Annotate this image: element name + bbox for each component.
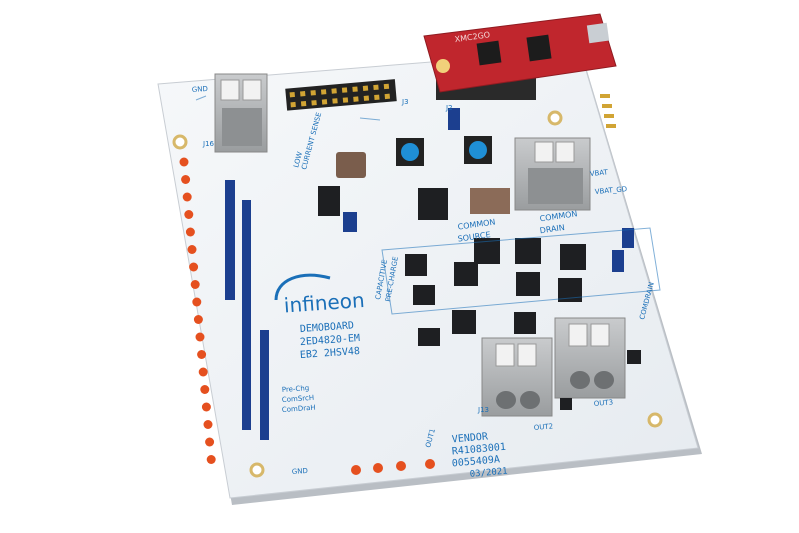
- vendor-line2: R41083001: [451, 442, 506, 458]
- xmc2go-module: XMC2GO: [423, 13, 617, 100]
- header-pin: [181, 175, 191, 184]
- jumper-column: [225, 108, 634, 440]
- vbat-label: VBAT: [589, 168, 608, 178]
- vbat-gd-label: VBAT_GD: [594, 185, 627, 196]
- header-pin: [289, 91, 295, 98]
- header-pin: [363, 95, 370, 101]
- out2-label: OUT2: [533, 422, 553, 432]
- header-pin: [198, 367, 208, 377]
- header-pin: [310, 90, 316, 96]
- header-pin: [192, 297, 202, 307]
- gnd-top-label: GND: [192, 85, 209, 94]
- header-pin: [342, 97, 349, 103]
- vendor-line1: VENDOR: [451, 431, 489, 445]
- header-pin: [185, 227, 195, 237]
- gold-pads: [600, 94, 616, 128]
- header-pin: [373, 84, 379, 91]
- inductor: [336, 152, 366, 178]
- terminal-block-out3: [554, 317, 626, 399]
- header-pin: [374, 94, 380, 101]
- j13-label: J13: [477, 406, 489, 414]
- terminal-block-j13: [481, 337, 553, 417]
- header-pin: [187, 245, 197, 254]
- brand-text: infineon: [283, 288, 365, 318]
- header-pin: [320, 89, 327, 95]
- j2-label: J2: [445, 104, 453, 112]
- header-pin: [203, 420, 213, 429]
- header-pin: [311, 100, 317, 106]
- header-pin: [290, 101, 296, 108]
- gnd-bottom-label: GND: [292, 467, 309, 476]
- header-pin: [195, 332, 205, 342]
- header-pin: [197, 350, 207, 359]
- header-pin: [341, 87, 348, 93]
- header-pin: [300, 91, 306, 97]
- title-line2: 2ED4820-EM: [300, 333, 361, 348]
- header-pin: [332, 98, 338, 104]
- header-pin: [182, 192, 192, 202]
- header-pin: [321, 99, 328, 105]
- j3-label: J3: [401, 98, 409, 106]
- header-pin: [384, 93, 391, 100]
- terminal-block-gnd: [214, 73, 268, 153]
- header-pin: [179, 157, 189, 167]
- header-pin: [383, 83, 390, 90]
- vendor-line3: 0055409A: [451, 454, 500, 469]
- push-buttons: [396, 136, 492, 166]
- current-sense-label1: LOW: [292, 151, 304, 169]
- orange-header-left: [179, 157, 216, 464]
- common-drain-label2: DRAIN: [539, 223, 565, 235]
- header-pin: [201, 402, 211, 412]
- header-pin: [190, 280, 200, 289]
- mounting-holes: [172, 110, 663, 478]
- comsrc-label: ComSrcH: [282, 394, 315, 404]
- shunt-resistor: [470, 188, 510, 214]
- header-pin: [206, 455, 216, 464]
- title-line1: DEMOBOARD: [300, 320, 355, 335]
- out3-label: OUT3: [593, 398, 613, 408]
- terminal-block-vbat: [514, 137, 591, 211]
- header-pin: [205, 437, 215, 447]
- trace-outlines: [195, 95, 661, 315]
- pre-chg-label: Pre-Chg: [282, 384, 310, 394]
- orange-header-bottom: [351, 459, 435, 475]
- header-pin: [331, 88, 337, 94]
- header-pin: [189, 262, 199, 272]
- header-pin: [353, 96, 359, 102]
- j16-label: J16: [202, 140, 215, 148]
- header-pin: [362, 85, 369, 91]
- header-pin: [193, 315, 203, 324]
- vendor-line4: 03/2021: [469, 467, 508, 480]
- header-pin: [352, 86, 358, 92]
- title-line3: EB2 2HSV48: [300, 346, 361, 361]
- header-pin: [184, 210, 194, 219]
- header-pin: [300, 100, 307, 107]
- header-pin: [200, 385, 210, 394]
- infineon-logo: infineon: [274, 273, 365, 318]
- comdrn-label: ComDraH: [282, 404, 316, 414]
